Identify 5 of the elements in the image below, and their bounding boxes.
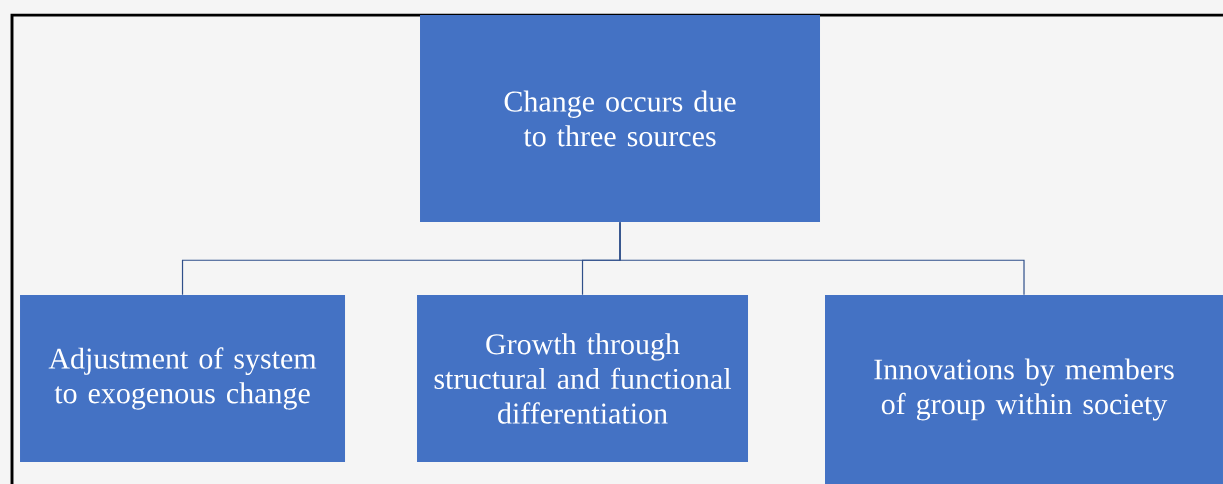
text-box: Innovations by members of group within society xyxy=(825,295,1223,484)
text-box: Growth through structural and functional differentiation xyxy=(417,295,748,462)
connector-line xyxy=(619,221,1025,296)
text-box: Change occurs due to three sources xyxy=(420,15,820,222)
text-box: Adjustment of system to exogenous change xyxy=(20,295,345,462)
